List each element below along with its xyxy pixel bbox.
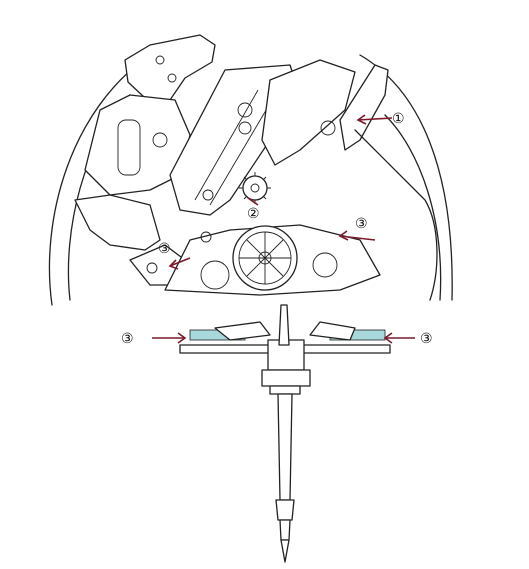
callout-3-section-left: ③	[121, 330, 134, 346]
callout-1: ①	[392, 110, 405, 126]
lower-left-plate	[74, 194, 161, 251]
stem-shaft	[277, 393, 293, 501]
stem-upper	[278, 304, 290, 346]
arrow-1	[357, 117, 393, 121]
stem-tip	[280, 539, 290, 563]
arrow-3b	[169, 257, 191, 267]
arrows	[152, 114, 415, 344]
arrow-2	[247, 197, 259, 206]
callout-2: ②	[247, 205, 260, 221]
movement-cross-section	[179, 304, 391, 563]
balance-wheel	[232, 225, 298, 291]
left-bridge	[84, 94, 191, 196]
callout-3-section-right: ③	[420, 330, 433, 346]
right-bridge	[261, 59, 356, 166]
right-lever	[339, 64, 389, 151]
callout-3-right: ③	[355, 215, 368, 231]
callout-3-left: ③	[158, 240, 171, 256]
movement-top-view	[48, 34, 453, 306]
arrow-3a	[339, 235, 376, 241]
upper-left-lever	[124, 34, 216, 101]
small-gear	[239, 172, 271, 204]
